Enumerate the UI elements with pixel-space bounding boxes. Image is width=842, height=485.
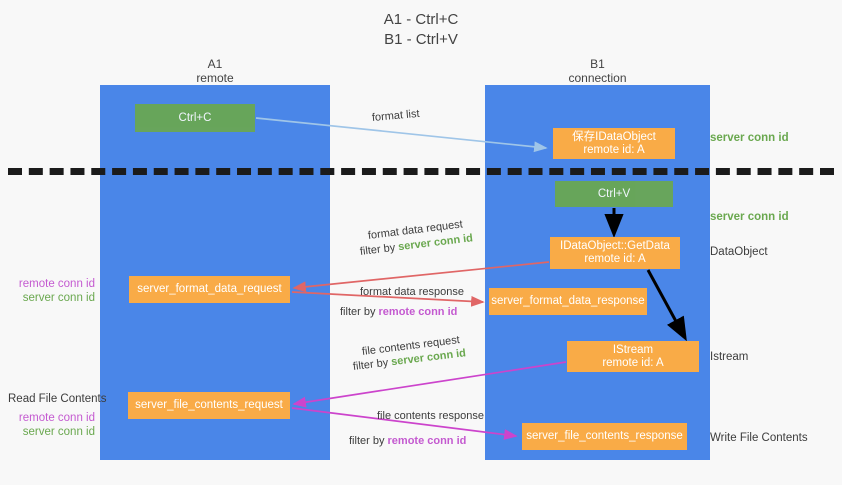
phase-divider bbox=[8, 168, 834, 175]
caption-filter-by-2: filter by bbox=[340, 306, 379, 318]
caption-filter-by-4: filter by bbox=[349, 435, 388, 447]
caption-format-list: format list bbox=[371, 107, 421, 124]
side-label-conn-ids-top: remote conn id server conn id bbox=[10, 277, 95, 305]
node-getdata[interactable]: IDataObject::GetData remote id: A bbox=[550, 237, 680, 269]
node-ctrl-v[interactable]: Ctrl+V bbox=[555, 181, 673, 207]
node-idataobject-line2: remote id: A bbox=[583, 143, 645, 156]
side-label-remote-conn-id-top: remote conn id bbox=[18, 278, 95, 290]
lane-b-name: B1 bbox=[590, 57, 605, 71]
lane-b-role: connection bbox=[568, 71, 627, 85]
side-label-server-conn-id-left-top: server conn id bbox=[22, 292, 95, 304]
node-server-format-data-request-label: server_format_data_request bbox=[137, 283, 282, 295]
caption-filter-format-data-response: filter by remote conn id bbox=[340, 305, 457, 319]
caption-file-contents-response: file contents response bbox=[377, 410, 485, 422]
caption-filter-file-contents-response: filter by remote conn id bbox=[349, 434, 466, 448]
node-ctrl-c-label: Ctrl+C bbox=[178, 111, 212, 124]
side-label-write-file-contents: Write File Contents bbox=[710, 432, 808, 444]
node-server-format-data-request[interactable]: server_format_data_request bbox=[129, 276, 290, 303]
node-istream-line1: IStream bbox=[612, 343, 654, 356]
node-server-file-contents-response-label: server_file_contents_response bbox=[526, 430, 683, 442]
node-server-file-contents-request[interactable]: server_file_contents_request bbox=[128, 392, 290, 419]
node-ctrl-v-label: Ctrl+V bbox=[597, 187, 631, 200]
node-ctrl-c[interactable]: Ctrl+C bbox=[135, 104, 255, 132]
node-idataobject-line1: 保存IDataObject bbox=[572, 130, 656, 143]
side-label-istream: Istream bbox=[710, 351, 749, 363]
caption-format-data-response: format data response bbox=[360, 286, 464, 298]
node-server-file-contents-response[interactable]: server_file_contents_response bbox=[522, 423, 687, 450]
node-getdata-line1: IDataObject::GetData bbox=[560, 240, 670, 252]
node-server-format-data-response[interactable]: server_format_data_response bbox=[489, 288, 647, 315]
title-line-2: B1 - Ctrl+V bbox=[384, 31, 458, 48]
caption-filter-by-3: filter by bbox=[352, 356, 392, 373]
lane-header-a1: A1 remote bbox=[100, 57, 330, 85]
side-label-remote-conn-id-bottom: remote conn id bbox=[18, 412, 95, 424]
node-server-file-contents-request-label: server_file_contents_request bbox=[135, 399, 283, 411]
side-label-server-conn-id-mid: server conn id bbox=[710, 211, 789, 223]
lane-a-name: A1 bbox=[207, 57, 223, 71]
lane-header-b1: B1 connection bbox=[485, 57, 710, 85]
side-label-read-file-contents: Read File Contents bbox=[8, 393, 107, 405]
title-line-1: A1 - Ctrl+C bbox=[383, 11, 459, 28]
node-idataobject[interactable]: 保存IDataObject remote id: A bbox=[553, 128, 675, 159]
side-label-dataobject: DataObject bbox=[710, 246, 768, 258]
node-istream[interactable]: IStream remote id: A bbox=[567, 341, 699, 372]
node-getdata-line2: remote id: A bbox=[584, 253, 646, 265]
page-title: A1 - Ctrl+C B1 - Ctrl+V bbox=[0, 10, 842, 50]
side-label-server-conn-id-top: server conn id bbox=[710, 132, 789, 144]
lane-a-role: remote bbox=[196, 71, 234, 85]
caption-remote-conn-id-2: remote conn id bbox=[387, 435, 467, 447]
side-label-conn-ids-bottom: remote conn id server conn id bbox=[10, 411, 95, 439]
side-label-server-conn-id-left-bottom: server conn id bbox=[22, 426, 95, 438]
caption-filter-by-1: filter by bbox=[359, 241, 399, 258]
node-istream-line2: remote id: A bbox=[602, 356, 664, 369]
node-server-format-data-response-label: server_format_data_response bbox=[491, 295, 645, 307]
caption-remote-conn-id-1: remote conn id bbox=[378, 306, 458, 318]
